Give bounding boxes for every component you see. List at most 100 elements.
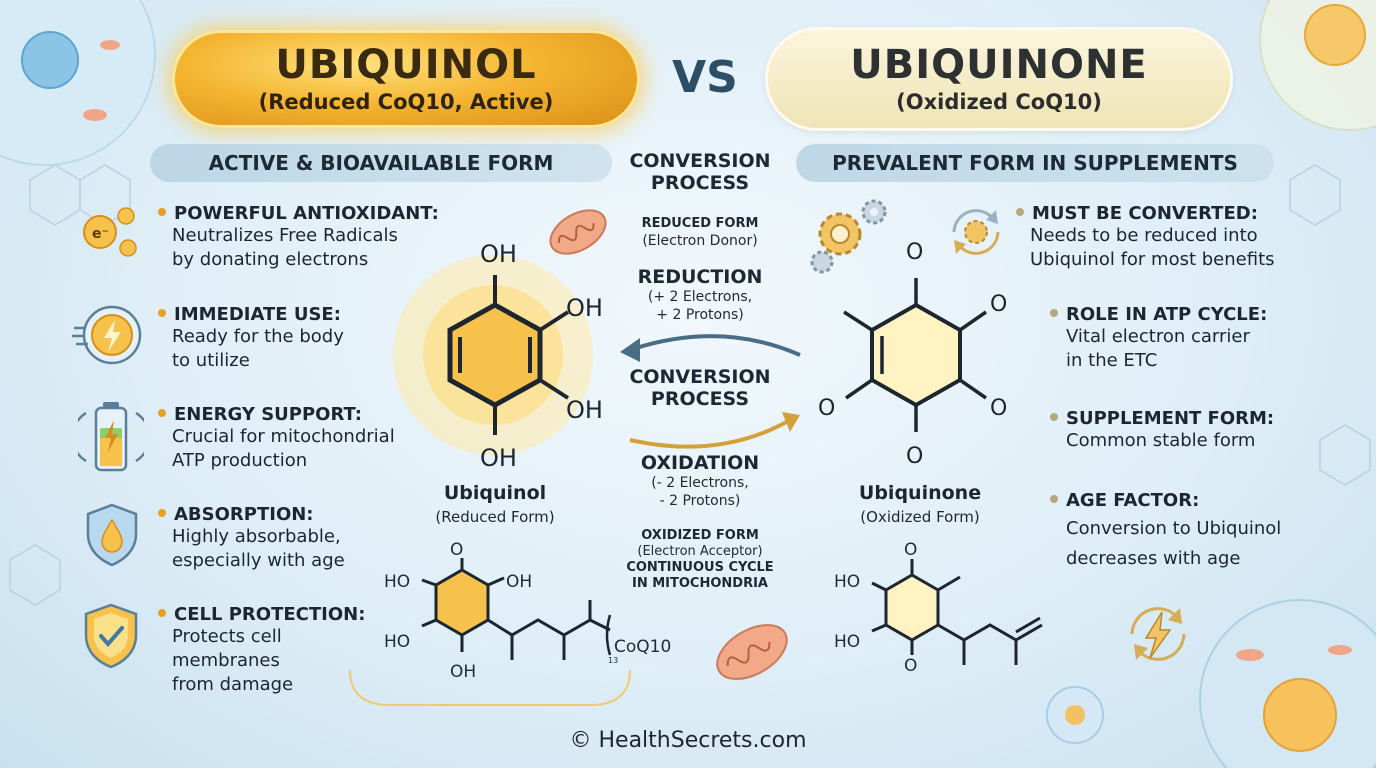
feature-title-text: AGE FACTOR:	[1066, 490, 1200, 511]
ubiquinone-structure	[843, 278, 987, 432]
feature-title-text: MUST BE CONVERTED:	[1032, 203, 1258, 224]
feature-title: ENERGY SUPPORT:	[158, 404, 448, 425]
feature-title-text: ROLE IN ATP CYCLE:	[1066, 304, 1268, 325]
feature-title: IMMEDIATE USE:	[158, 304, 448, 325]
ubiquinol-full-ho-left1: HO	[384, 572, 411, 592]
feature-desc-line1: Needs to be reduced into	[1030, 225, 1258, 246]
right-section-header: PREVALENT FORM IN SUPPLEMENTS	[796, 144, 1274, 182]
ubiquinone-full-structure	[871, 559, 1043, 665]
center-heading: CONVERSION PROCESS	[610, 150, 790, 194]
oxidized-form-label: OXIDIZED FORM (Electron Acceptor) CONTIN…	[600, 528, 800, 592]
ubiquinol-full-oh-right: OH	[506, 572, 533, 592]
feature-desc-line2: ATP production	[172, 450, 308, 471]
center-heading-line1: CONVERSION	[629, 150, 771, 172]
ubiquinol-title-pill: UBIQUINOL (Reduced CoQ10, Active)	[172, 30, 640, 128]
right-feature-supplement-form: SUPPLEMENT FORM: Common stable form	[1050, 408, 1350, 453]
ubiquinone-o-left: O	[818, 396, 836, 421]
ubiquinol-oh-right1: OH	[566, 294, 603, 322]
ubiquinone-o-top: O	[906, 240, 924, 265]
ubiquinone-full-ho-left1: HO	[834, 572, 861, 592]
ubiquinol-form: (Reduced Form)	[435, 508, 555, 526]
feature-title-text: ABSORPTION:	[174, 504, 314, 525]
ubiquinone-full-o-bottom: O	[904, 656, 918, 676]
feature-desc-line1: Vital electron carrier	[1066, 326, 1250, 347]
ubiquinone-title-pill: UBIQUINONE (Oxidized CoQ10)	[768, 30, 1230, 128]
ubiquinol-full-ho-left2: HO	[384, 632, 411, 652]
reduced-form-sub: (Electron Donor)	[642, 233, 758, 249]
ubiquinol-full-structure	[421, 558, 612, 660]
feature-desc-line2: in the ETC	[1066, 350, 1158, 371]
svg-text:e⁻: e⁻	[92, 226, 109, 242]
ubiquinone-o-bottom: O	[906, 444, 924, 469]
ubiquinol-subtitle: (Reduced CoQ10, Active)	[258, 90, 554, 114]
ubiquinone-label: Ubiquinone (Oxidized Form)	[820, 482, 1020, 526]
bullet-dot	[158, 509, 166, 517]
center-heading-line2: PROCESS	[650, 172, 750, 194]
right-feature-must-convert: MUST BE CONVERTED: Needs to be reduced i…	[1016, 203, 1316, 272]
right-feature-atp-cycle: ROLE IN ATP CYCLE: Vital electron carrie…	[1050, 304, 1350, 373]
bullet-dot	[158, 609, 166, 617]
electron-icon: e⁻	[83, 207, 137, 257]
feature-desc-line1: Neutralizes Free Radicals	[172, 225, 398, 246]
feature-desc-line2: Ubiquinol for most benefits	[1030, 249, 1275, 270]
lightning-clock-icon	[72, 305, 142, 365]
feature-title-text: POWERFUL ANTIOXIDANT:	[174, 203, 439, 224]
feature-title: ROLE IN ATP CYCLE:	[1050, 304, 1350, 325]
ubiquinol-full-o-top: O	[450, 540, 464, 560]
bullet-dot	[158, 309, 166, 317]
feature-title-text: ENERGY SUPPORT:	[174, 404, 363, 425]
ubiquinone-title: UBIQUINONE	[850, 42, 1148, 88]
bullet-dot	[1050, 495, 1058, 503]
left-feature-absorption: ABSORPTION: Highly absorbable, especiall…	[158, 504, 448, 573]
oxidized-form-sub: (Electron Acceptor)	[637, 544, 763, 559]
ubiquinone-full-ho-left2: HO	[834, 632, 861, 652]
coq10-label: CoQ10	[614, 637, 672, 657]
ubiquinone-o-right2: O	[990, 396, 1008, 421]
feature-desc-line1: Crucial for mitochondrial	[172, 426, 395, 447]
process-line2: PROCESS	[650, 388, 750, 410]
ubiquinone-o-right1: O	[990, 292, 1008, 317]
feature-title: CELL PROTECTION:	[158, 604, 448, 625]
oxidation-line1: (- 2 Electrons,	[651, 475, 749, 491]
feature-title: MUST BE CONVERTED:	[1016, 203, 1316, 224]
ubiquinol-full-oh-bottom: OH	[450, 662, 477, 682]
left-feature-antioxidant: POWERFUL ANTIOXIDANT: Neutralizes Free R…	[158, 203, 448, 272]
feature-desc-line2: especially with age	[172, 550, 345, 571]
process-line1: CONVERSION	[629, 366, 771, 388]
ubiquinol-oh-bottom: OH	[480, 444, 517, 472]
oxidation-title: OXIDATION	[640, 452, 760, 474]
bullet-dot	[1016, 208, 1024, 216]
left-feature-cell-protection: CELL PROTECTION: Protects cell membranes…	[158, 604, 448, 697]
reduction-line1: (+ 2 Electrons,	[647, 289, 753, 305]
oxidized-form-title: OXIDIZED FORM	[641, 528, 759, 543]
ubiquinol-oh-top: OH	[480, 240, 517, 268]
feature-title-text: IMMEDIATE USE:	[174, 304, 341, 325]
energy-cycle-icon	[1130, 607, 1186, 661]
reduced-form-title: REDUCED FORM	[641, 216, 759, 231]
feature-desc-line2: decreases with age	[1066, 548, 1241, 569]
bullet-dot	[1050, 413, 1058, 421]
feature-desc-line1: Common stable form	[1066, 430, 1256, 451]
left-feature-energy: ENERGY SUPPORT: Crucial for mitochondria…	[158, 404, 448, 473]
left-section-header: ACTIVE & BIOAVAILABLE FORM	[150, 144, 612, 182]
left-feature-immediate-use: IMMEDIATE USE: Ready for the body to uti…	[158, 304, 448, 373]
reduction-label: REDUCTION (+ 2 Electrons, + 2 Protons)	[610, 266, 790, 324]
droplet-shield-icon	[86, 503, 138, 567]
feature-desc-line1: Highly absorbable,	[172, 526, 341, 547]
cycle-line1: CONTINUOUS CYCLE	[626, 560, 774, 575]
ubiquinone-subtitle: (Oxidized CoQ10)	[896, 90, 1102, 114]
feature-title-text: SUPPLEMENT FORM:	[1066, 408, 1275, 429]
feature-title: ABSORPTION:	[158, 504, 448, 525]
ubiquinol-oh-right2: OH	[566, 396, 603, 424]
ubiquinone-form: (Oxidized Form)	[860, 508, 980, 526]
battery-icon	[78, 402, 144, 472]
feature-title-text: CELL PROTECTION:	[174, 604, 366, 625]
ubiquinone-full-o-top: O	[904, 540, 918, 560]
oxidation-line2: - 2 Protons)	[659, 493, 741, 509]
right-feature-age-factor: AGE FACTOR: Conversion to Ubiquinol decr…	[1050, 490, 1350, 571]
feature-title: AGE FACTOR:	[1050, 490, 1350, 511]
check-shield-icon	[84, 603, 138, 669]
feature-desc-line2: by donating electrons	[172, 249, 369, 270]
feature-desc-line1: Protects cell	[172, 626, 282, 647]
